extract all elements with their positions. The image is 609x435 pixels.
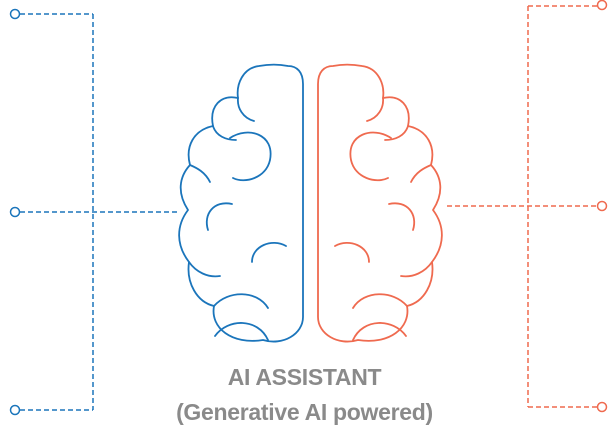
left-fold-7 <box>188 261 221 278</box>
left-connector-tree <box>20 13 180 411</box>
right-fold-9 <box>352 322 407 341</box>
right-fold-5 <box>388 202 416 231</box>
left-fold-6 <box>251 241 287 263</box>
right-fold-4 <box>410 164 432 183</box>
left-fold-4 <box>189 164 211 183</box>
left-fold-5 <box>205 202 233 231</box>
diagram-title: AI ASSISTANT <box>227 364 382 390</box>
left-fold-3 <box>229 131 272 182</box>
right-bottom-node <box>596 401 608 413</box>
right-top-node <box>596 0 608 11</box>
left-fold-2 <box>212 125 237 141</box>
right-connector-tree <box>447 5 597 408</box>
right-fold-6 <box>334 241 370 263</box>
left-fold-8 <box>213 293 269 309</box>
diagram-subtitle: (Generative AI powered) <box>176 399 433 425</box>
right-hemisphere-outline <box>317 63 443 343</box>
left-fold-9 <box>214 322 269 341</box>
right-middle-node <box>596 200 608 212</box>
left-middle-node <box>9 206 21 218</box>
right-fold-1 <box>366 97 384 122</box>
left-hemisphere-outline <box>178 63 304 343</box>
right-brain-hemisphere <box>317 63 443 343</box>
right-fold-3 <box>349 131 392 182</box>
left-fold-1 <box>237 97 255 122</box>
left-connector-nodes <box>9 8 21 416</box>
right-fold-7 <box>400 261 433 278</box>
left-brain-hemisphere <box>178 63 304 343</box>
right-fold-2 <box>384 125 409 141</box>
left-bottom-node <box>9 404 21 416</box>
right-fold-8 <box>352 293 408 309</box>
left-top-node <box>9 8 21 20</box>
right-connector-nodes <box>596 0 608 413</box>
